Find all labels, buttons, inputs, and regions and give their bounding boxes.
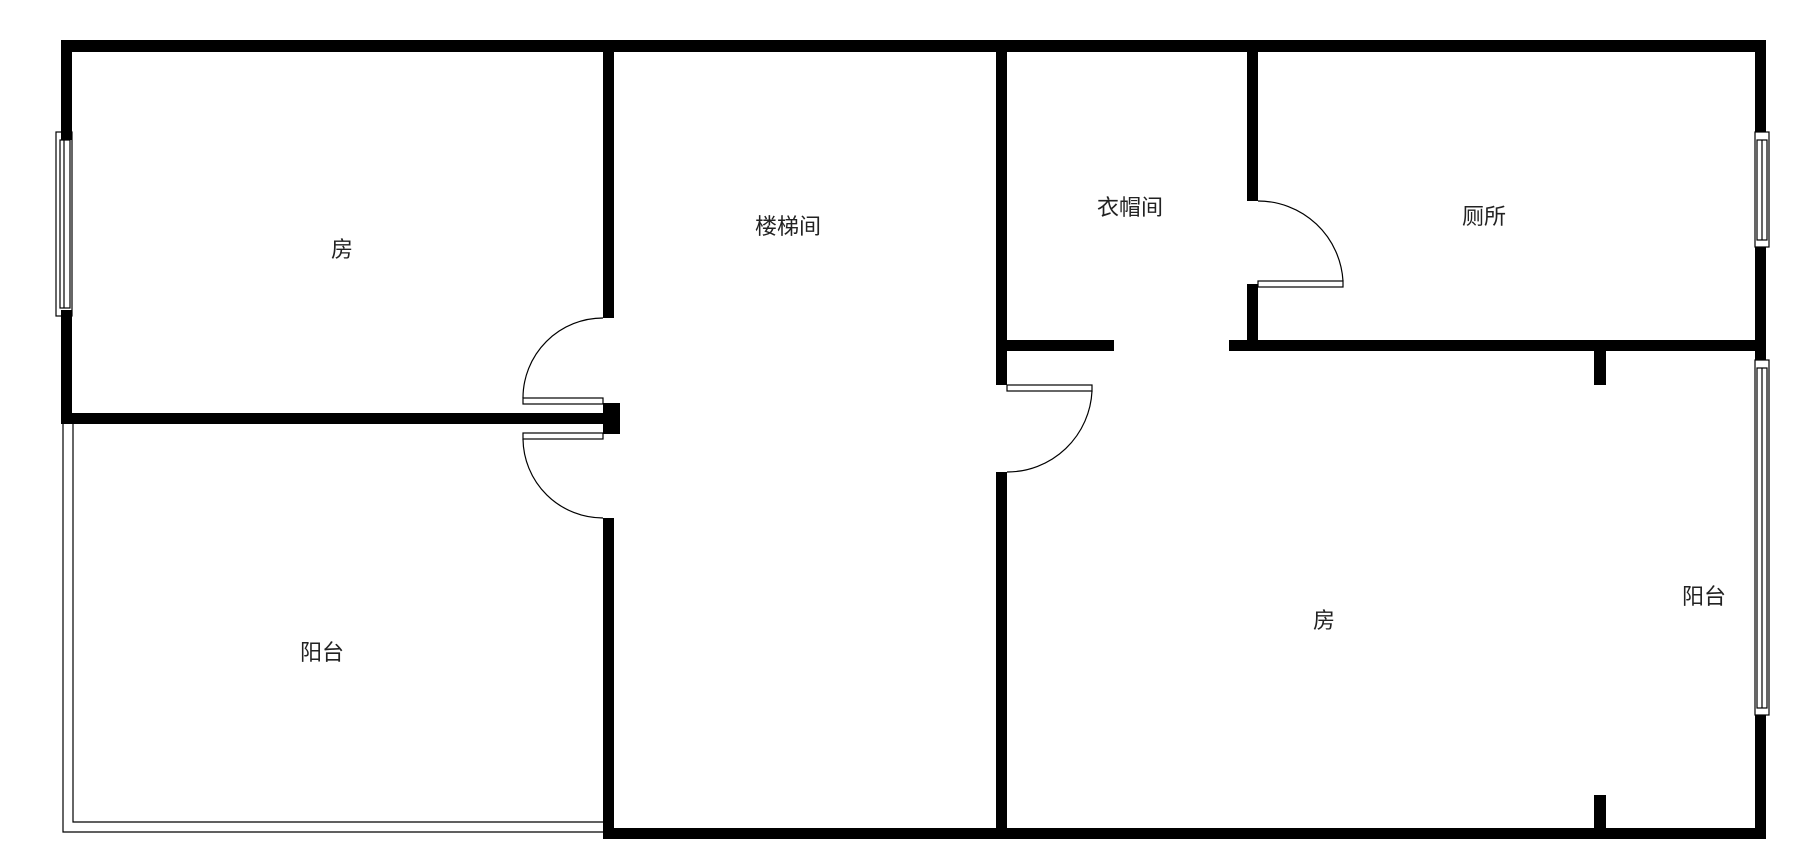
- doors: [522, 200, 1344, 519]
- wall-balcony-stub-bottom: [1594, 795, 1606, 839]
- balcony-left-outline: [62, 422, 610, 833]
- window-right-bottom: [1754, 359, 1770, 716]
- wall-top: [61, 40, 1765, 52]
- wall-stair-right-lower: [996, 472, 1007, 839]
- label-stairwell: 楼梯间: [755, 215, 821, 240]
- label-bedroom-left: 房: [331, 238, 353, 263]
- wall-right-3: [1755, 712, 1766, 839]
- door-toilet: [1257, 200, 1344, 288]
- label-cloakroom: 衣帽间: [1097, 196, 1163, 221]
- windows: [55, 131, 1770, 716]
- wall-bottom: [603, 828, 1765, 839]
- wall-bedroom-balcony: [61, 413, 614, 424]
- door-balcony-left: [522, 432, 604, 519]
- door-bedroom-left: [522, 317, 604, 405]
- walls: [61, 40, 1766, 839]
- window-left: [55, 131, 73, 317]
- wall-stair-left-stub: [603, 403, 620, 434]
- wall-cloak-toilet-upper: [1247, 40, 1258, 201]
- wall-balcony-stub-top: [1594, 345, 1606, 385]
- wall-cloak-toilet-lower: [1247, 284, 1258, 345]
- window-right-top: [1754, 131, 1770, 248]
- label-bedroom-right: 房: [1313, 609, 1335, 634]
- wall-cloak-bottom: [996, 340, 1114, 351]
- wall-right-2: [1755, 243, 1766, 363]
- door-bedroom-right: [1006, 384, 1093, 473]
- wall-left-lower: [61, 310, 72, 424]
- wall-stair-right-upper: [996, 40, 1007, 385]
- wall-left-upper: [61, 40, 72, 140]
- wall-right-1: [1755, 40, 1766, 135]
- wall-stair-left-lower: [603, 518, 614, 839]
- wall-stair-left-upper: [603, 40, 614, 318]
- label-balcony-right: 阳台: [1682, 585, 1726, 610]
- wall-toilet-bottom: [1229, 340, 1766, 351]
- label-balcony-left: 阳台: [300, 641, 344, 666]
- label-toilet: 厕所: [1462, 205, 1506, 230]
- room-labels: 房 楼梯间 衣帽间 厕所 阳台 房 阳台: [300, 196, 1726, 666]
